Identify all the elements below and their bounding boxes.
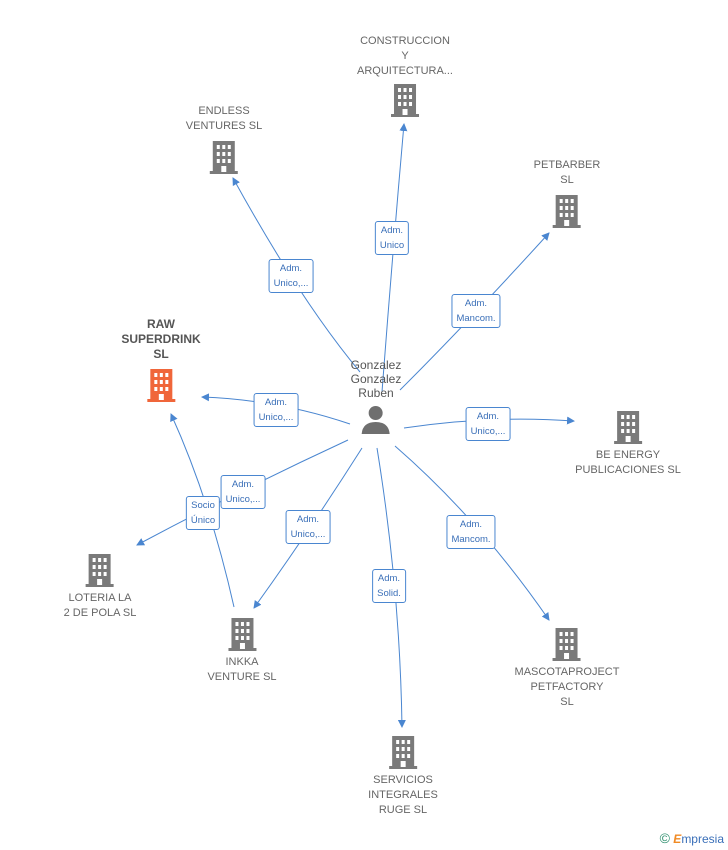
relation-line: Unico	[379, 240, 405, 251]
company-name-line: RUGE SL	[378, 804, 428, 816]
company-node-servicios[interactable]: SERVICIOS INTEGRALES RUGE SL	[368, 735, 438, 818]
relation-line: Mancom.	[456, 313, 496, 324]
brand-footer: © Empresia	[660, 830, 724, 846]
company-node-loteria[interactable]: LOTERIA LA 2 DE POLA SL	[63, 553, 137, 621]
building-icon	[227, 618, 256, 651]
company-name-line: SERVICIOS	[373, 774, 433, 786]
building-icon-highlight	[147, 369, 175, 402]
relation-line: Adm.	[264, 397, 288, 408]
relation-line: Adm.	[476, 411, 500, 422]
company-name-line: VENTURES SL	[185, 120, 263, 132]
copyright-icon: ©	[659, 830, 670, 846]
company-name-line: SL	[560, 174, 574, 186]
company-name-line: VENTURE SL	[207, 671, 277, 683]
relation-line: Adm.	[464, 298, 488, 309]
relation-line: Solid.	[377, 588, 401, 599]
company-node-mascota[interactable]: MASCOTAPROJECT PETFACTORY SL	[514, 627, 620, 710]
company-name-line: 2 DE POLA SL	[63, 607, 137, 619]
company-name-line: PUBLICACIONES SL	[575, 464, 681, 476]
relation-line: Unico,...	[273, 278, 309, 289]
company-name-line: MASCOTAPROJECT	[514, 666, 620, 678]
relation-line: Unico,...	[258, 412, 294, 423]
building-icon	[390, 84, 419, 117]
company-node-endless[interactable]: ENDLESS VENTURES SL	[186, 104, 262, 174]
building-icon	[552, 195, 581, 228]
company-name-line: CONSTRUCCION	[360, 35, 450, 47]
company-name-line: INTEGRALES	[368, 789, 438, 801]
person-icon	[361, 406, 390, 434]
company-node-beenergy[interactable]: BE ENERGY PUBLICACIONES SL	[575, 410, 681, 478]
company-name-line: PETFACTORY	[530, 681, 604, 693]
company-name-line: Y	[401, 50, 409, 62]
person-node[interactable]: Gonzalez Gonzalez Ruben	[350, 358, 402, 434]
company-node-inkka[interactable]: INKKA VENTURE SL	[207, 617, 277, 685]
relation-line: Adm.	[231, 479, 255, 490]
relation-line: Mancom.	[451, 534, 491, 545]
person-name-line: Gonzalez	[350, 372, 402, 386]
relation-label-servicios[interactable]: Adm. Solid.	[372, 569, 406, 603]
building-icon	[389, 736, 417, 769]
brand-name: mpresia	[681, 832, 724, 846]
relation-line: Socio	[191, 500, 215, 511]
edge-construccion	[381, 123, 408, 393]
company-name-line: SUPERDRINK	[121, 332, 201, 346]
relation-line: Adm.	[377, 573, 401, 584]
relation-label-beenergy[interactable]: Adm. Unico,...	[465, 407, 511, 441]
relation-label-loteria[interactable]: Adm. Unico,...	[220, 475, 266, 509]
building-icon	[85, 554, 114, 587]
company-name-line: RAW	[147, 317, 175, 331]
building-icon	[613, 411, 642, 444]
company-node-construccion[interactable]: CONSTRUCCION Y ARQUITECTURA...	[357, 34, 453, 117]
relation-label-petbarber[interactable]: Adm. Mancom.	[451, 294, 501, 328]
company-node-raw[interactable]: RAW SUPERDRINK SL	[121, 317, 201, 402]
relation-line: Adm.	[279, 263, 303, 274]
company-name-line: PETBARBER	[533, 159, 601, 171]
company-name-line: BE ENERGY	[595, 449, 661, 461]
building-icon	[552, 628, 581, 661]
company-name-line: ENDLESS	[198, 105, 250, 117]
company-name-line: ARQUITECTURA...	[357, 65, 453, 77]
person-name-line: Gonzalez	[350, 358, 402, 372]
relation-label-mascota[interactable]: Adm. Mancom.	[446, 515, 496, 549]
person-name-line: Ruben	[358, 386, 394, 400]
relation-line: Unico,...	[225, 494, 261, 505]
company-name-line: SL	[560, 696, 574, 708]
relation-line: Adm.	[296, 514, 320, 525]
relation-line: Adm.	[380, 225, 404, 236]
company-name-line: LOTERIA LA	[68, 592, 132, 604]
company-name-line: INKKA	[225, 656, 259, 668]
relation-label-socio[interactable]: Socio Único	[185, 496, 221, 530]
relation-line: Único	[190, 515, 216, 526]
relation-label-raw[interactable]: Adm. Unico,...	[253, 393, 299, 427]
relation-label-construccion[interactable]: Adm. Unico	[374, 221, 410, 255]
brand-letter: E	[673, 832, 682, 846]
relation-label-inkka[interactable]: Adm. Unico,...	[285, 510, 331, 544]
relation-line: Adm.	[459, 519, 483, 530]
relation-line: Unico,...	[290, 529, 326, 540]
company-name-line: SL	[153, 347, 169, 361]
relation-line: Unico,...	[470, 426, 506, 437]
company-node-petbarber[interactable]: PETBARBER SL	[533, 158, 601, 228]
building-icon	[209, 141, 238, 174]
relation-label-endless[interactable]: Adm. Unico,...	[268, 259, 314, 293]
